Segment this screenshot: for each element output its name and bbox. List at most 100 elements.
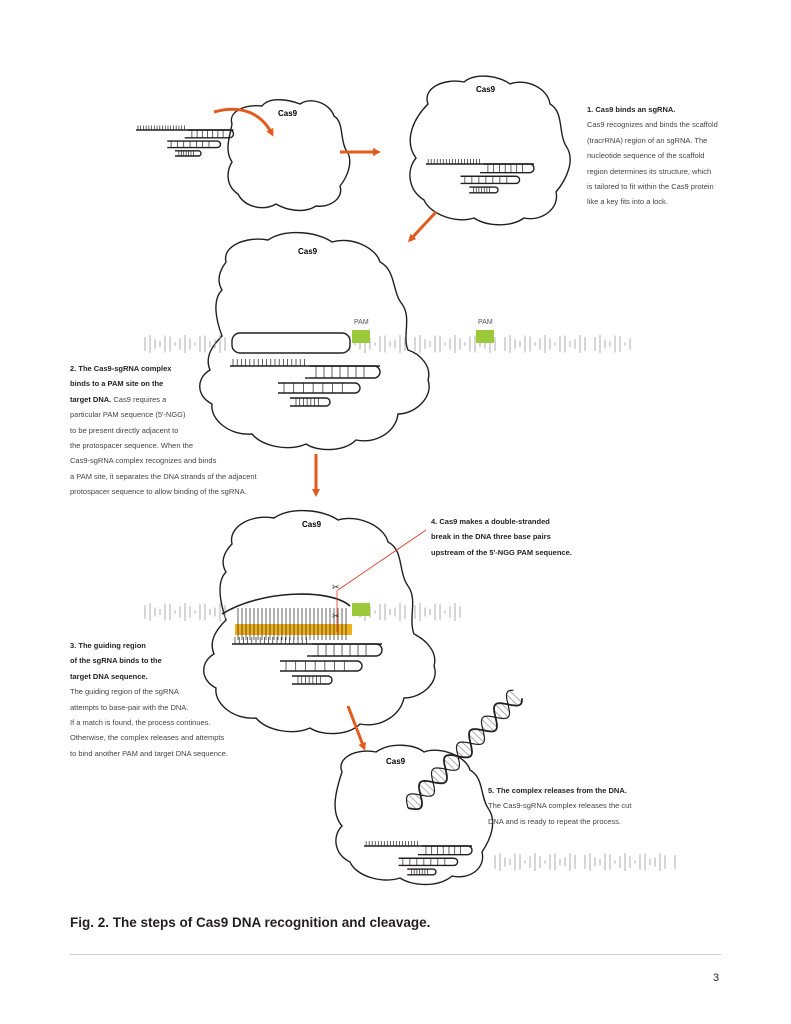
dna-base-pair [422, 780, 435, 793]
step-3-heading: of the sgRNA binds to the [70, 656, 162, 666]
step-1-line: nucleotide sequence of the scaffold [587, 151, 705, 161]
sgRNA-hairpin-loop [188, 129, 235, 139]
cas9-protein-bound-sgRNA [409, 75, 571, 226]
step-3-line: attempts to base-pair with the DNA. [70, 702, 189, 712]
free-sgRNA [136, 125, 235, 157]
dna-strand [407, 698, 523, 811]
sgRNA-hairpin-loop [421, 845, 473, 856]
scissors-icon-top: ✂ [332, 582, 340, 592]
step-5-line: The Cas9-sgRNA complex releases the cut [488, 801, 632, 811]
step-3-line: Otherwise, the complex releases and atte… [70, 733, 225, 743]
cas9-label-5: Cas9 [386, 757, 406, 766]
dna-base-pair [408, 794, 422, 808]
step-2-line: protospacer sequence to allow binding of… [70, 487, 247, 497]
step-3-line: The guiding region of the sgRNA [70, 687, 179, 697]
step-2-text: 2. The Cas9-sgRNA complex binds to a PAM… [70, 361, 257, 500]
cas9-protein-cleaving [203, 509, 436, 735]
sgRNA-hairpin-loop [398, 857, 459, 867]
dna-base-pair [500, 702, 510, 712]
page-number: 3 [713, 972, 720, 984]
dna-helix-2 [144, 335, 631, 353]
step-5-text: 5. The complex releases from the DNA. Th… [488, 783, 631, 829]
sgRNA-hairpin-loop [175, 150, 202, 157]
step-4-heading: break in the DNA three base pairs [431, 532, 551, 542]
step-4-text: 4. Cas9 makes a double-stranded break in… [431, 514, 572, 560]
unwound-dna-arc [221, 593, 351, 615]
step-1-heading: 1. Cas9 binds an sgRNA. [587, 105, 676, 114]
dna-base-pair [461, 741, 473, 752]
sgRNA-hairpin-loop [292, 675, 333, 685]
figure-caption: Fig. 2. The steps of Cas9 DNA recognitio… [70, 915, 431, 930]
step-5-line: DNA and is ready to repeat the process. [488, 816, 621, 826]
dna-base-pair [418, 783, 432, 797]
step-1-line: (tracrRNA) region of an sgRNA. The [587, 135, 708, 145]
dna-base-pair [431, 774, 441, 784]
dna-base-pair [470, 729, 485, 743]
cas9-label-1b: Cas9 [476, 85, 496, 94]
step-5-heading: 5. The complex releases from the DNA. [488, 786, 627, 795]
step-2-line: particular PAM sequence (5'-NGG) [70, 410, 186, 420]
step-2-heading: 2. The Cas9-sgRNA complex [70, 364, 172, 373]
arrow-bind [213, 107, 274, 137]
cas9-label-1a: Cas9 [278, 109, 298, 118]
step-4-heading: upstream of the 5'-NGG PAM sequence. [431, 547, 572, 557]
dna-base-pair [494, 704, 509, 718]
bound-sgRNA-2 [230, 359, 381, 407]
cas9-label-3: Cas9 [302, 520, 322, 529]
step-2-heading: binds to a PAM site on the [70, 379, 164, 389]
step-3-text: 3. The guiding region of the sgRNA binds… [70, 638, 228, 761]
sgRNA-hairpin-loop [167, 140, 222, 149]
step-3-heading: target DNA sequence. [70, 671, 148, 681]
step-1-line: Cas9 recognizes and binds the scaffold [587, 120, 718, 130]
sgRNA-hairpin-loop [310, 365, 381, 379]
sgRNA-hairpin-loop [469, 186, 499, 194]
bound-sgRNA-1 [426, 158, 535, 194]
dna-base-pair [406, 799, 417, 810]
step-1-text: 1. Cas9 binds an sgRNA. Cas9 recognizes … [587, 102, 718, 210]
step-3-line: to bind another PAM and target DNA seque… [70, 748, 228, 758]
released-cut-dna [405, 689, 523, 811]
step-1-line: is tailored to fit within the Cas9 prote… [587, 182, 714, 192]
pam-site-distant [476, 330, 494, 343]
sgRNA-hairpin-loop [278, 382, 361, 394]
sgRNA-hairpin-loop [280, 660, 363, 672]
pam-site-bound [352, 330, 370, 343]
dna-base-pair [438, 767, 448, 777]
step-2-line: target DNA. Cas9 requires a [70, 394, 167, 404]
step-4-heading: 4. Cas9 makes a double-stranded [431, 517, 550, 526]
pam-site-3 [352, 603, 370, 616]
step-1-line: region determines its structure, which [587, 166, 712, 176]
scissors-icon-bottom: ✂ [332, 611, 340, 621]
sgRNA-hairpin-loop [460, 175, 521, 185]
cas9-label-2: Cas9 [298, 247, 318, 256]
dna-base-pair [468, 734, 480, 745]
bound-sgRNA-5 [364, 840, 473, 876]
sgRNA-hairpin-loop [483, 163, 535, 174]
sgRNA-hairpin-loop [312, 643, 383, 657]
sgRNA-hairpin-loop [290, 397, 331, 407]
guide-pairing-ticks [237, 608, 347, 640]
cas9-protein-released [334, 744, 494, 886]
dna-base-pair [485, 715, 498, 728]
arrow-to-panel-2 [407, 210, 438, 243]
released-dna-fragment [494, 853, 676, 871]
dna-base-pair [493, 710, 503, 719]
pam-label-bound: PAM [354, 319, 369, 326]
step-2-line: a PAM site, it separates the DNA strands… [70, 471, 257, 481]
dna-strand [405, 689, 514, 809]
dna-base-pair [432, 769, 447, 783]
step-3-heading: 3. The guiding region [70, 641, 146, 650]
step-2-line: to be present directly adjacent to [70, 425, 179, 435]
step-3-line: If a match is found, the process continu… [70, 718, 211, 728]
dna-base-pair [506, 694, 519, 706]
separated-dna-strand-2 [231, 332, 351, 354]
arrow-to-panel-5 [346, 705, 366, 751]
dna-base-pair [481, 719, 495, 732]
dna-base-pair [509, 690, 522, 703]
guide-dna-pairing [235, 624, 352, 635]
pam-label-distant: PAM [478, 319, 493, 326]
footer-divider [70, 954, 721, 955]
step-1-line: like a key fits into a lock. [587, 197, 668, 207]
sgRNA-hairpin-loop [407, 868, 437, 876]
